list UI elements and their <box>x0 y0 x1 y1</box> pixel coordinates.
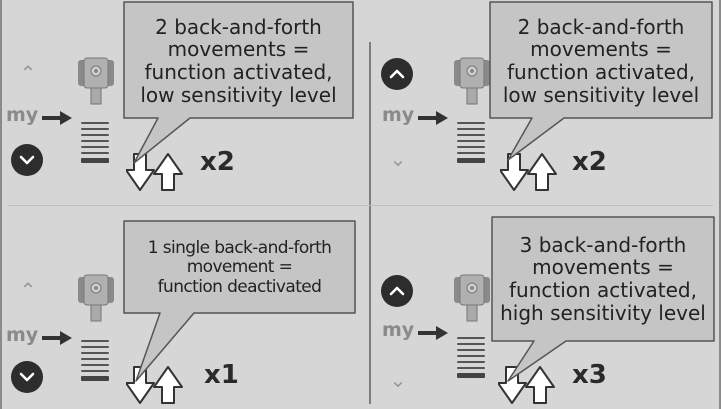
vertical-divider <box>369 42 371 404</box>
chevron-down-icon <box>19 372 35 382</box>
up-arrow-icon: ⌃ <box>19 61 37 85</box>
right-border <box>719 0 721 409</box>
my-label: my <box>6 104 39 126</box>
movement-count: x3 <box>572 360 607 390</box>
motor-icon <box>454 57 490 105</box>
left-border <box>0 0 2 409</box>
bubble-message: 2 back-and-forth movements = function ac… <box>140 14 337 107</box>
down-button[interactable] <box>11 361 43 393</box>
bubble-message: 2 back-and-forth movements = function ac… <box>502 14 700 107</box>
chevron-up-icon <box>389 69 405 79</box>
horizontal-divider <box>8 205 713 206</box>
down-button[interactable] <box>11 144 43 176</box>
up-button[interactable] <box>381 58 413 90</box>
motor-icon <box>78 274 114 322</box>
bubble-message: 3 back-and-forth movements = function ac… <box>500 232 706 325</box>
my-label: my <box>382 319 415 341</box>
panel-bottom-left: ⌃ my x1 1 single back-and-forth movement… <box>0 205 360 409</box>
up-arrow-icon: ⌃ <box>19 278 37 302</box>
blind-slats-icon <box>81 340 109 385</box>
down-arrow-icon: ⌄ <box>389 368 407 392</box>
my-label: my <box>382 104 415 126</box>
up-button[interactable] <box>381 275 413 307</box>
motor-icon <box>78 57 114 105</box>
speech-bubble: 3 back-and-forth movements = function ac… <box>486 215 718 385</box>
speech-bubble: 1 single back-and-forth movement = funct… <box>110 219 360 389</box>
panel-top-right: my ⌄ x2 2 back-and-forth movements = fun… <box>364 0 721 204</box>
panel-top-left: ⌃ my x2 2 back-and-forth movements = fun… <box>0 0 360 204</box>
speech-bubble: 2 back-and-forth movements = function ac… <box>486 0 718 170</box>
movement-count: x2 <box>200 147 235 177</box>
down-arrow-icon: ⌄ <box>389 147 407 171</box>
movement-count: x1 <box>204 360 239 390</box>
right-arrow-icon <box>42 111 72 125</box>
right-arrow-icon <box>418 326 448 340</box>
speech-bubble: 2 back-and-forth movements = function ac… <box>110 0 360 170</box>
my-label: my <box>6 324 39 346</box>
chevron-up-icon <box>389 286 405 296</box>
motor-icon <box>454 274 490 322</box>
chevron-down-icon <box>19 155 35 165</box>
blind-slats-icon <box>81 122 109 167</box>
blind-slats-icon <box>457 122 485 167</box>
up-down-arrows-icon <box>126 153 183 191</box>
bubble-message: 1 single back-and-forth movement = funct… <box>147 238 332 297</box>
up-down-arrows-icon <box>500 153 557 191</box>
right-arrow-icon <box>418 111 448 125</box>
movement-count: x2 <box>572 147 607 177</box>
blind-slats-icon <box>457 337 485 382</box>
panel-bottom-right: my ⌄ x3 3 back-and-forth movements = fun… <box>364 205 721 409</box>
right-arrow-icon <box>42 331 72 345</box>
